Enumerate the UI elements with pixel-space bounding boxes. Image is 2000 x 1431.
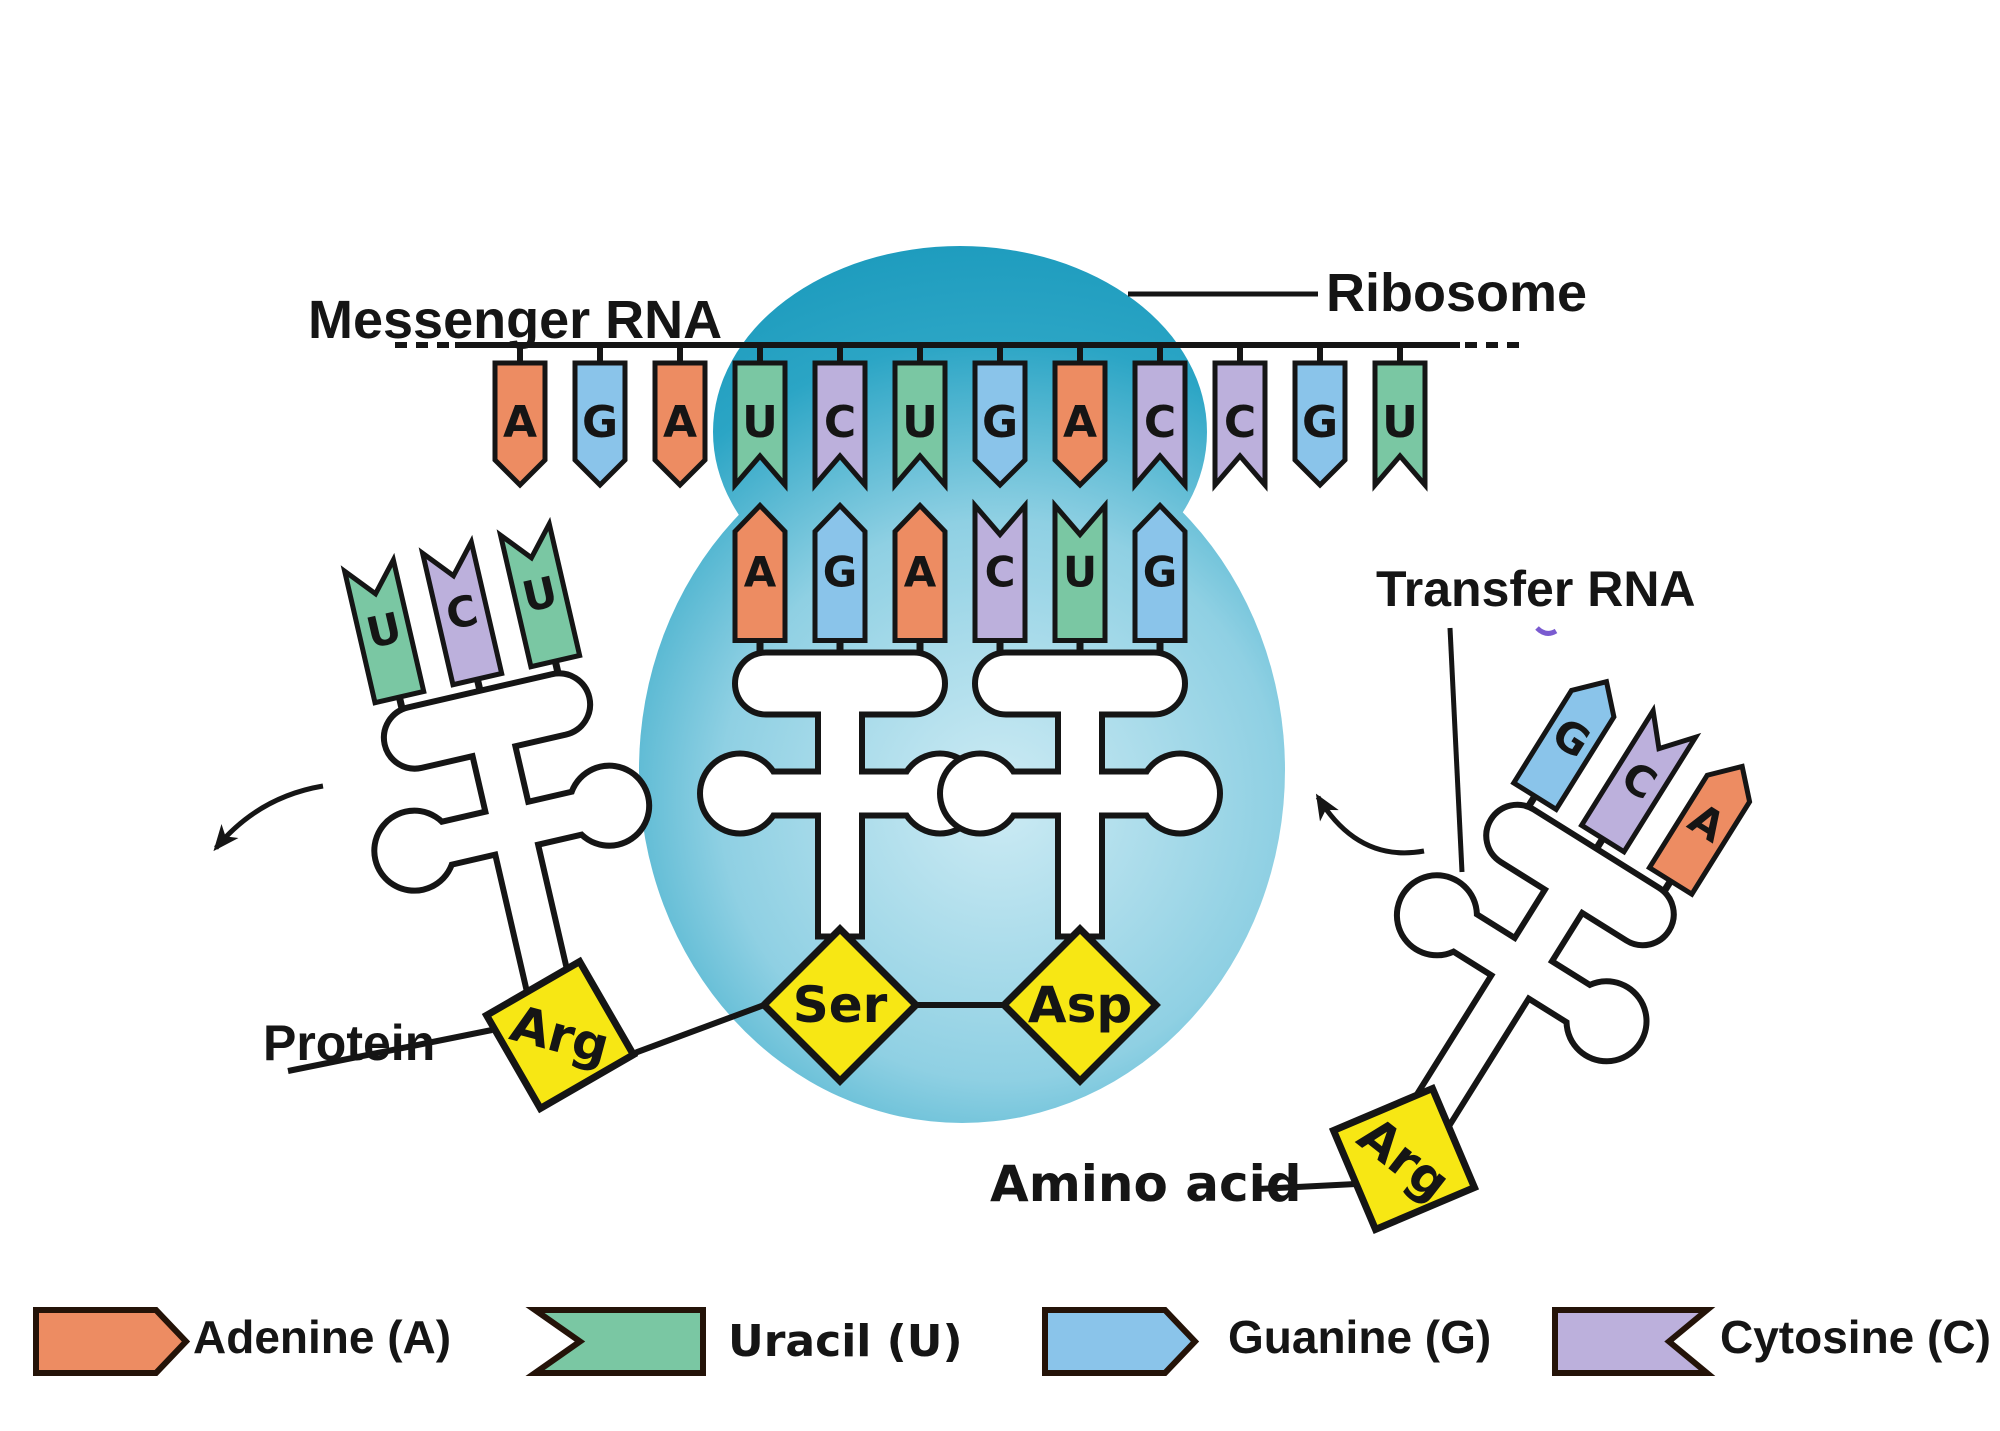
mrna-base-letter: G [582, 397, 618, 448]
label-amino-acid: Amino acid [990, 1155, 1302, 1213]
amino-acid-ser: Ser [759, 924, 921, 1086]
anticodon-base-G [1510, 678, 1617, 813]
legend-label-cytosine: Cytosine (C) [1720, 1311, 1991, 1363]
anticodon-letter: A [904, 548, 937, 597]
mrna-base-C [1132, 360, 1188, 492]
mrna-base-A [652, 360, 708, 489]
mrna-base-letter: U [902, 397, 938, 448]
mrna-base-U [732, 360, 788, 492]
anticodon-letter: G [823, 548, 857, 597]
legend: Adenine (A) Uracil (U) Guanine (G) Cytos… [33, 1307, 1991, 1376]
mrna-base-letter: U [1382, 397, 1418, 448]
legend-swatch-U [525, 1307, 706, 1376]
mrna-base-letter: C [1224, 397, 1256, 448]
amino-acid-arg-right: Arg [1328, 1083, 1480, 1235]
mrna-base-letter: G [982, 397, 1018, 448]
mrna-base-stem [917, 345, 923, 367]
amino-acid-asp: Asp [999, 924, 1161, 1086]
label-ribosome: Ribosome [1326, 263, 1587, 323]
mrna-base-stem [677, 345, 683, 367]
anticodon-base-C [1578, 703, 1702, 856]
mrna-strand: A G A U C U G A C C G U [395, 342, 1522, 492]
label-protein: Protein [263, 1015, 435, 1071]
anticodon-base-A [1645, 763, 1753, 898]
mrna-base-G [572, 360, 628, 489]
mrna-base-stem [1317, 345, 1323, 367]
pointer-lines [1128, 291, 1558, 873]
legend-swatch-G [1042, 1307, 1200, 1376]
trna-entry-arrow [1315, 793, 1425, 856]
anticodon-base-G [1132, 501, 1188, 643]
mrna-base-letter: G [1302, 397, 1338, 448]
anticodon-base-U [496, 516, 583, 670]
label-transfer-rna: Transfer RNA [1376, 561, 1696, 617]
movement-arrows [213, 783, 1425, 856]
amino-acid-ser-label: Ser [793, 976, 888, 1034]
stray-mark [1535, 626, 1558, 636]
legend-label-uracil: Uracil (U) [728, 1316, 963, 1367]
mrna-base-letter: A [1063, 397, 1097, 448]
mrna-base-A [492, 360, 548, 489]
trna-exiting: U C U [340, 516, 653, 1006]
mrna-base-letter: C [824, 397, 856, 448]
anticodon-base-A [892, 501, 948, 643]
mrna-base-stem [997, 345, 1003, 367]
mrna-base-G [972, 360, 1028, 489]
legend-swatch-C [1552, 1307, 1716, 1376]
mrna-base-letter: A [503, 397, 537, 448]
legend-swatch-A [33, 1307, 191, 1376]
protein-pointer-line [287, 1027, 493, 1074]
mrna-base-C [812, 360, 868, 492]
mrna-base-C [1212, 360, 1268, 492]
mrna-base-G [1292, 360, 1348, 489]
amino-acid-asp-label: Asp [1028, 976, 1132, 1034]
anticodon-letter: G [1143, 548, 1177, 597]
anticodon-base-C [972, 498, 1028, 643]
mrna-base-U [1372, 360, 1428, 492]
trna-exit-arrow [213, 783, 324, 852]
legend-label-guanine: Guanine (G) [1228, 1311, 1491, 1363]
trna-a-site: C U G [937, 498, 1223, 940]
anticodon-letter: U [1063, 548, 1097, 597]
mrna-base-stem [1157, 345, 1163, 367]
anticodon-letter: C [985, 548, 1016, 597]
mrna-base-stem [1237, 345, 1243, 367]
anticodon-letter: A [744, 548, 777, 597]
anticodon-base-A [732, 501, 788, 643]
anticodon-base-C [418, 534, 505, 688]
bond-lines [287, 1002, 1357, 1192]
mrna-base-U [892, 360, 948, 492]
amino-acid-arg-left: Arg [481, 956, 639, 1114]
mrna-base-letter: A [663, 397, 697, 448]
anticodon-base-U [1052, 498, 1108, 643]
label-messenger-rna: Messenger RNA [308, 290, 722, 350]
mrna-base-stem [1077, 345, 1083, 367]
amino-acid-pointer-line [1257, 1181, 1357, 1192]
mrna-base-stem [837, 345, 843, 367]
transfer-rna-pointer-line [1447, 627, 1465, 873]
mrna-base-letter: C [1144, 397, 1176, 448]
mrna-base-A [1052, 360, 1108, 489]
legend-label-adenine: Adenine (A) [193, 1311, 451, 1363]
amino-acid-diamonds: Arg Ser Asp Arg [481, 924, 1480, 1235]
mrna-base-stem [517, 345, 523, 367]
trna-molecules: U C U A G A C [340, 498, 1753, 1131]
mrna-base-stem [1397, 345, 1403, 367]
trna-incoming: G C A [1393, 678, 1753, 1131]
peptide-bond-arg-ser [630, 1002, 766, 1057]
mrna-base-stem [757, 345, 763, 367]
anticodon-base-G [812, 501, 868, 643]
mrna-base-stem [597, 345, 603, 367]
mrna-base-letter: U [742, 397, 778, 448]
anticodon-base-U [340, 552, 427, 706]
